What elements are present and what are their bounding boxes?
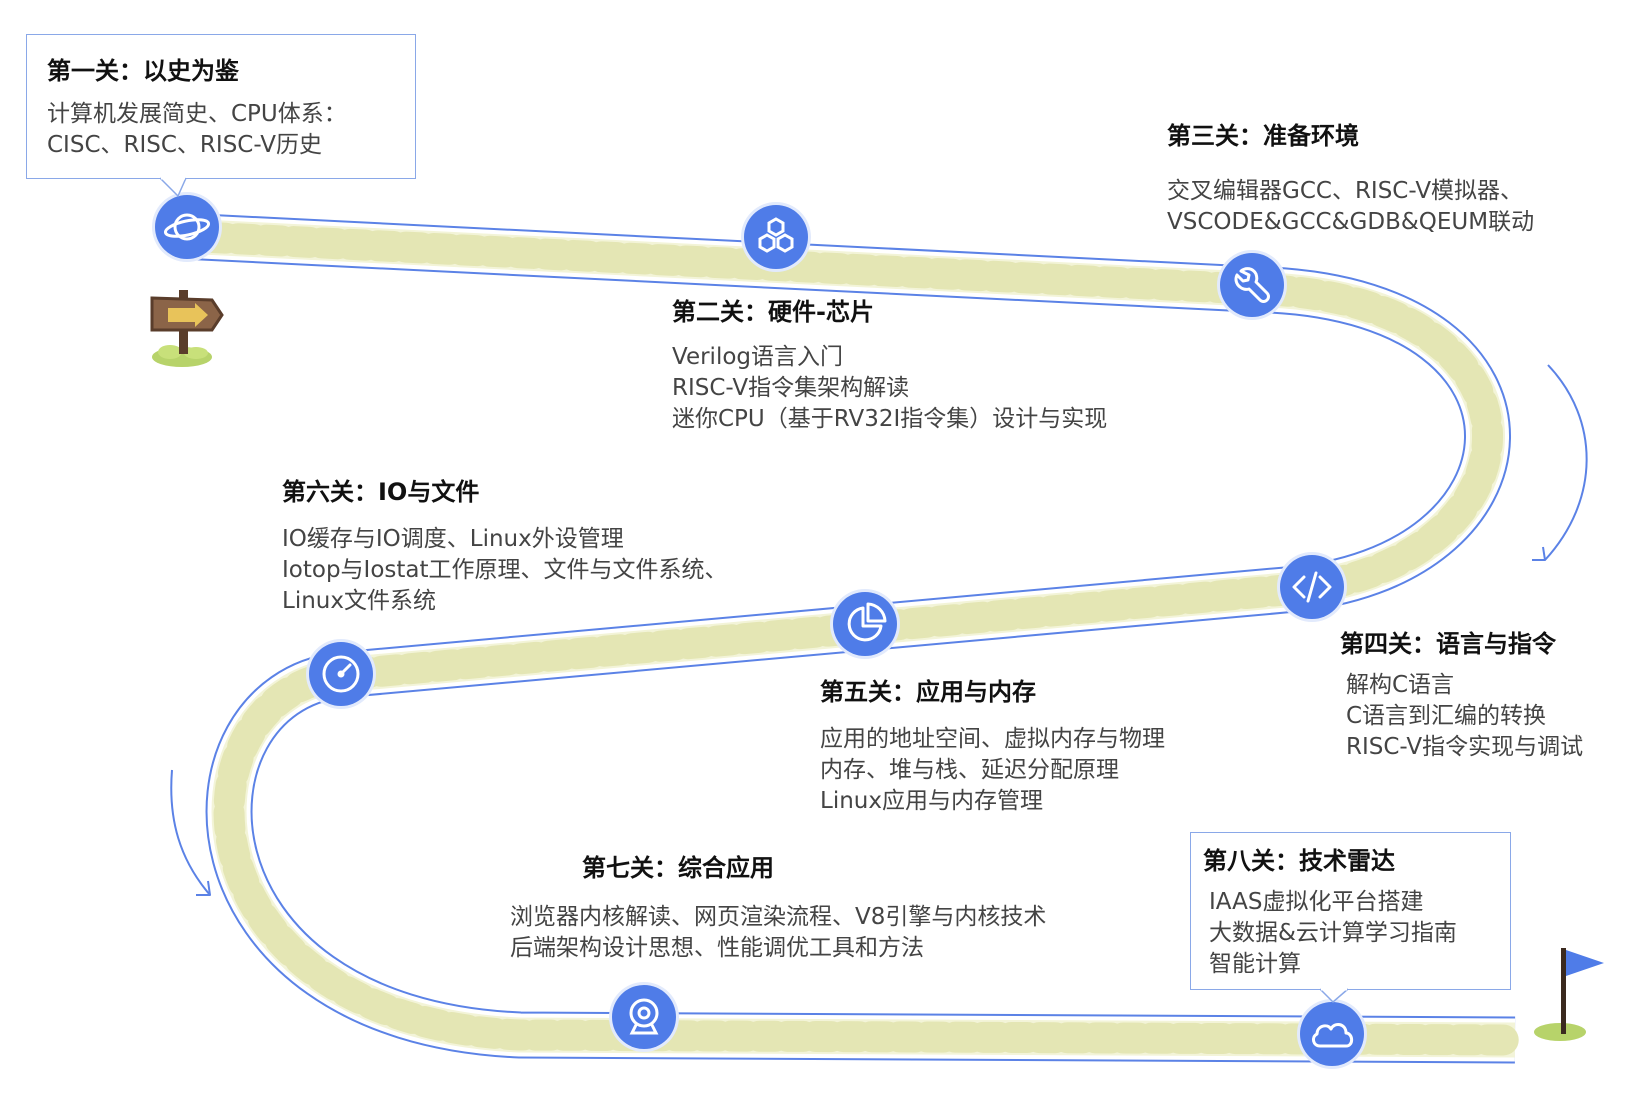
stage-2-line-2: RISC-V指令集架构解读	[672, 375, 910, 401]
stage-8-line-3: 智能计算	[1209, 951, 1301, 977]
direction-arrow-left	[170, 769, 211, 896]
signpost-icon	[150, 290, 224, 367]
planet-icon	[163, 213, 211, 241]
stage-node-6[interactable]	[309, 642, 373, 706]
stage-1-line-1: 计算机发展简史、CPU体系：	[47, 101, 347, 127]
stage-6-block: 第六关：IO与文件 IO缓存与IO调度、Linux外设管理 Iotop与Iost…	[282, 476, 728, 617]
stage-4-title: 第四关：语言与指令	[1340, 630, 1556, 658]
stage-5-line-2: 内存、堆与栈、延迟分配原理	[820, 757, 1119, 783]
stage-node-4[interactable]	[1280, 555, 1344, 619]
stage-4-line-3: RISC-V指令实现与调试	[1346, 734, 1584, 760]
stage-node-5[interactable]	[833, 592, 897, 656]
stage-3-line-1: 交叉编辑器GCC、RISC-V模拟器、	[1167, 178, 1524, 204]
stage-3-title: 第三关：准备环境	[1167, 122, 1359, 150]
code-icon	[1292, 571, 1332, 603]
stage-5-line-1: 应用的地址空间、虚拟内存与物理	[820, 726, 1165, 752]
cloud-icon	[1311, 1023, 1354, 1048]
stage-5-line-3: Linux应用与内存管理	[820, 788, 1043, 814]
wrench-icon	[1234, 267, 1270, 303]
stage-8-callout: 第八关：技术雷达 IAAS虚拟化平台搭建 大数据&云计算学习指南 智能计算	[1190, 832, 1511, 990]
flag-icon	[1534, 948, 1604, 1041]
stage-1-callout: 第一关：以史为鉴 计算机发展简史、CPU体系： CISC、RISC、RISC-V…	[26, 34, 416, 179]
stage-node-7[interactable]	[612, 985, 676, 1049]
stage-3-line-2: VSCODE&GCC&GDB&QEUM联动	[1167, 209, 1535, 235]
gauge-icon	[322, 655, 360, 693]
stage-6-line-2: Iotop与Iostat工作原理、文件与文件系统、	[282, 557, 728, 583]
stage-4-line-1: 解构C语言	[1346, 672, 1455, 698]
stage-8-line-2: 大数据&云计算学习指南	[1209, 920, 1457, 946]
stage-7-block: 第七关：综合应用 浏览器内核解读、网页渲染流程、V8引擎与内核技术 后端架构设计…	[510, 852, 1046, 964]
stage-2-block: 第二关：硬件-芯片 Verilog语言入门 RISC-V指令集架构解读 迷你CP…	[672, 296, 1107, 435]
stage-7-line-1: 浏览器内核解读、网页渲染流程、V8引擎与内核技术	[510, 904, 1047, 930]
stage-5-block: 第五关：应用与内存 应用的地址空间、虚拟内存与物理 内存、堆与栈、延迟分配原理 …	[820, 676, 1165, 817]
direction-arrow-right	[1532, 364, 1588, 561]
webcam-icon	[629, 998, 659, 1035]
stage-6-line-3: Linux文件系统	[282, 588, 436, 614]
stage-5-title: 第五关：应用与内存	[820, 678, 1036, 706]
stage-4-line-2: C语言到汇编的转换	[1346, 703, 1547, 729]
stage-node-3[interactable]	[1220, 253, 1284, 317]
pie-chart-icon	[847, 602, 887, 642]
stage-3-block: 第三关：准备环境 交叉编辑器GCC、RISC-V模拟器、 VSCODE&GCC&…	[1167, 120, 1534, 238]
stage-node-1[interactable]	[155, 195, 219, 259]
stage-8-line-1: IAAS虚拟化平台搭建	[1209, 889, 1424, 915]
stage-2-line-1: Verilog语言入门	[672, 344, 844, 370]
stage-4-block: 第四关：语言与指令 解构C语言 C语言到汇编的转换 RISC-V指令实现与调试	[1340, 628, 1583, 763]
stage-1-line-2: CISC、RISC、RISC-V历史	[47, 132, 323, 158]
hexagons-icon	[758, 217, 794, 253]
stage-2-title: 第二关：硬件-芯片	[672, 298, 874, 326]
stage-6-line-1: IO缓存与IO调度、Linux外设管理	[282, 526, 624, 552]
stage-node-8[interactable]	[1300, 1002, 1364, 1066]
stage-7-line-2: 后端架构设计思想、性能调优工具和方法	[510, 935, 924, 961]
stage-2-line-3: 迷你CPU（基于RV32I指令集）设计与实现	[672, 406, 1108, 432]
stage-node-2[interactable]	[744, 205, 808, 269]
stage-1-title: 第一关：以史为鉴	[47, 57, 239, 85]
stage-8-title: 第八关：技术雷达	[1203, 847, 1395, 875]
stage-7-title: 第七关：综合应用	[582, 854, 774, 882]
stage-6-title: 第六关：IO与文件	[282, 478, 480, 506]
